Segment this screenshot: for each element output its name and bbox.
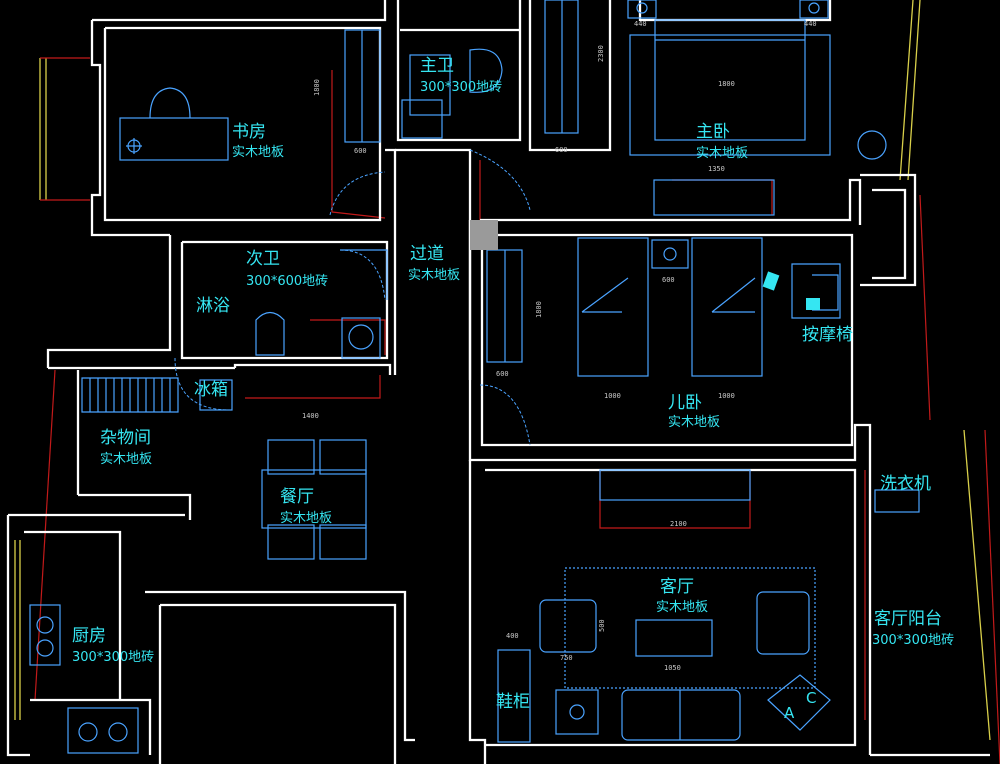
shower-label: 淋浴 [196, 296, 230, 316]
room-name-study: 书房 [232, 122, 266, 142]
dim-kids-wardrobe-w: 600 [496, 370, 509, 378]
room-name-living: 客厅 [660, 577, 694, 597]
room-floor-corridor: 实木地板 [408, 268, 461, 283]
room-floor-dining: 实木地板 [280, 511, 333, 526]
window-lines [14, 0, 991, 741]
dim-kids-wardrobe-h: 1800 [535, 301, 543, 318]
room-floor-study: 实木地板 [232, 145, 285, 160]
annotation-letter-c: C [806, 689, 817, 707]
annotation-letter-a: A [784, 704, 795, 722]
dim-master-nightstand-l: 440 [634, 20, 647, 28]
fridge-label: 冰箱 [194, 380, 228, 400]
laundry-label: 洗衣机 [880, 474, 931, 494]
red-lines [34, 57, 1000, 764]
dim-master-tv-w: 1350 [708, 165, 725, 173]
gray-blocks [470, 220, 498, 250]
room-name-kitchen: 厨房 [72, 626, 106, 646]
dim-study-wardrobe-h: 1800 [313, 79, 321, 96]
dim-kids-nightstand: 600 [662, 276, 675, 284]
room-name-living-balcony: 客厅阳台 [874, 609, 942, 629]
room-name-master-bedroom: 主卧 [696, 122, 730, 142]
room-name-kids-room: 儿卧 [668, 393, 702, 413]
dim-second-vanity: 1400 [302, 412, 319, 420]
room-name-storage: 杂物间 [100, 428, 151, 448]
room-name-second-bath: 次卫 [246, 249, 280, 269]
room-floor-kitchen: 300*300地砖 [72, 650, 155, 665]
dim-kids-bed-l: 1000 [604, 392, 621, 400]
room-floor-master-bedroom: 实木地板 [696, 146, 749, 161]
dim-study-wardrobe-w: 600 [354, 147, 367, 155]
room-floor-living: 实木地板 [656, 600, 709, 615]
furniture [29, 0, 920, 754]
room-name-dining: 餐厅 [280, 487, 314, 507]
room-name-corridor: 过道 [410, 244, 444, 264]
walls [6, 0, 990, 764]
room-floor-master-bath: 300*300地砖 [420, 80, 503, 95]
dim-master-wardrobe-h: 2300 [597, 45, 605, 62]
room-name-master-bath: 主卫 [420, 56, 454, 76]
room-floor-second-bath: 300*600地砖 [246, 274, 329, 289]
dim-master-wardrobe-w: 600 [555, 146, 568, 154]
dim-kids-bed-r: 1000 [718, 392, 735, 400]
dim-master-nightstand-r: 440 [804, 20, 817, 28]
massage-chair-label: 按摩椅 [802, 325, 853, 345]
cyan-marks [762, 271, 820, 310]
room-floor-living-balcony: 300*300地砖 [872, 633, 955, 648]
dim-side-table: 500 [598, 619, 606, 632]
room-floor-storage: 实木地板 [100, 452, 153, 467]
dim-master-bed-w: 1800 [718, 80, 735, 88]
dim-coffee-table-w: 1050 [664, 664, 681, 672]
room-floor-kids-room: 实木地板 [668, 415, 721, 430]
dim-living-tv-w: 2100 [670, 520, 687, 528]
shoe-cabinet-label: 鞋柜 [496, 692, 530, 712]
dim-armchair-w: 750 [560, 654, 573, 662]
dim-shoe-cabinet-w: 400 [506, 632, 519, 640]
